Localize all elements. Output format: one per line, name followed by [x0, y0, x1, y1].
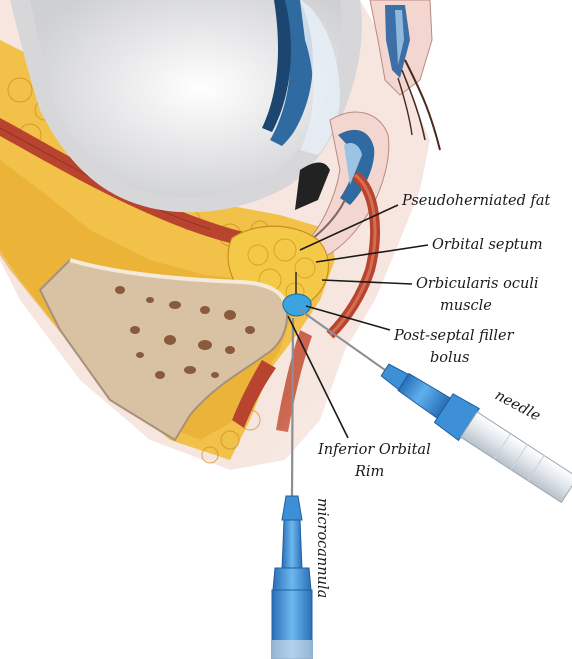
label-pseudoherniated-fat: Pseudoherniated fat — [401, 193, 551, 209]
label-microcannula: microcannula — [314, 498, 330, 598]
label-orbital-septum: Orbital septum — [432, 237, 543, 253]
label-orbicularis-line2: muscle — [440, 298, 492, 314]
label-inferior-rim-line2: Rim — [354, 464, 384, 480]
label-inferior-rim-line1: Inferior Orbital — [317, 442, 431, 458]
label-postseptal-line1: Post-septal filler — [393, 328, 515, 344]
label-orbicularis-line1: Orbicularis oculi — [416, 276, 539, 292]
label-postseptal-line2: bolus — [430, 350, 469, 366]
